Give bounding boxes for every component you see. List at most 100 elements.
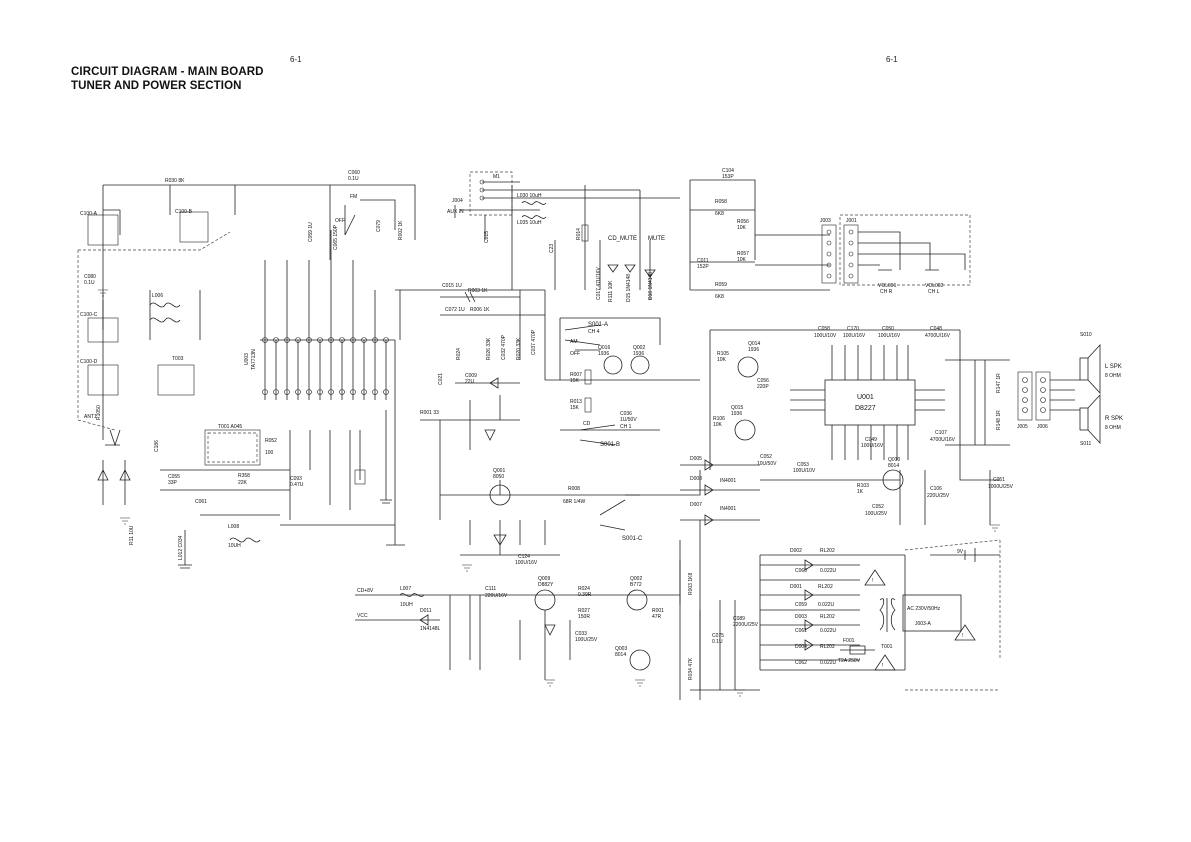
svg-text:R057: R057 — [737, 251, 749, 257]
svg-text:M1: M1 — [493, 174, 500, 180]
svg-text:C100-C: C100-C — [80, 312, 98, 318]
svg-text:6K8: 6K8 — [715, 294, 724, 300]
amp-ic-ref: U001 — [857, 394, 874, 401]
svg-text:D008: D008 — [690, 476, 702, 482]
switch-ch1: CH 1 — [620, 424, 632, 430]
svg-text:68R 1/4W: 68R 1/4W — [563, 499, 586, 505]
tuner-ic-ref: U003 — [244, 353, 250, 365]
svg-text:S010: S010 — [1080, 332, 1092, 338]
svg-text:10K: 10K — [737, 225, 747, 231]
svg-text:IN4001: IN4001 — [720, 506, 736, 512]
svg-text:R030 8K: R030 8K — [165, 178, 185, 184]
svg-text:R11 10U: R11 10U — [129, 525, 135, 545]
svg-text:6K8: 6K8 — [715, 211, 724, 217]
svg-text:Q014: Q014 — [748, 341, 760, 347]
svg-text:R003 1K: R003 1K — [468, 288, 488, 294]
svg-text:S011: S011 — [1080, 441, 1092, 447]
regulator-section: Q001 8050 R008 68R 1/4W C124 100U/16V S0… — [439, 468, 701, 700]
svg-text:0.47U: 0.47U — [290, 482, 304, 488]
svg-text:C052: C052 — [760, 454, 772, 460]
svg-text:9V: 9V — [957, 549, 964, 555]
fuse-value: T2A 250V — [838, 658, 861, 664]
svg-text:R148 1R: R148 1R — [996, 410, 1002, 430]
svg-text:152P: 152P — [697, 264, 709, 270]
svg-text:!: ! — [962, 633, 963, 639]
svg-text:C107: C107 — [935, 430, 947, 436]
svg-text:!: ! — [872, 578, 873, 584]
svg-text:C021: C021 — [438, 373, 444, 385]
svg-text:L012 C034: L012 C034 — [178, 535, 184, 560]
speaker-left: L SPK 8 OHM — [1079, 343, 1122, 395]
svg-text:R1050: R1050 — [96, 405, 102, 420]
j003-ref: J003 — [820, 218, 831, 224]
svg-text:D002: D002 — [790, 548, 802, 554]
ac-input-label: AC 230V/50Hz — [907, 606, 941, 612]
svg-text:220U/25V: 220U/25V — [927, 493, 950, 499]
svg-text:220P: 220P — [757, 384, 769, 390]
svg-text:R002 1K: R002 1K — [398, 220, 404, 240]
svg-text:R147 1R: R147 1R — [996, 373, 1002, 393]
page-number-left: 6-1 — [290, 55, 302, 64]
left-speaker-impedance: 8 OHM — [1105, 373, 1121, 379]
svg-text:0.022U: 0.022U — [820, 628, 837, 634]
svg-text:100U/10V: 100U/10V — [793, 468, 816, 474]
svg-text:15K: 15K — [570, 378, 580, 384]
svg-text:C037 470P: C037 470P — [531, 329, 537, 355]
switch-s001b: S001-B — [600, 442, 620, 448]
svg-text:R058: R058 — [715, 199, 727, 205]
svg-text:0.1U: 0.1U — [348, 176, 359, 182]
svg-text:D007: D007 — [690, 502, 702, 508]
ch-l-label: CH L — [928, 289, 940, 295]
switch-am: AM — [570, 339, 578, 345]
switch-ch4: CH 4 — [588, 329, 600, 335]
switch-cd: CD — [583, 421, 591, 427]
svg-text:C065 150P: C065 150P — [333, 224, 339, 250]
svg-text:R111 10K: R111 10K — [608, 280, 614, 302]
svg-text:15K: 15K — [570, 405, 580, 411]
preamp-section: C015 1U R003 1K C072 1U R006 1K S001-A C… — [420, 283, 700, 470]
svg-text:C055: C055 — [168, 474, 180, 480]
svg-text:C053: C053 — [797, 462, 809, 468]
svg-text:C072 1U: C072 1U — [445, 307, 465, 313]
svg-text:R103: R103 — [857, 483, 869, 489]
tuner-front-end: R030 8K C100-A C100-B C100-C C100-D L006… — [77, 178, 320, 569]
svg-text:Q010: Q010 — [888, 457, 900, 463]
speaker-right: R SPK 8 OHM — [1079, 393, 1123, 445]
svg-text:C015 1U: C015 1U — [442, 283, 462, 289]
svg-text:RL202: RL202 — [820, 548, 835, 554]
svg-text:B772: B772 — [630, 582, 642, 588]
svg-text:T001 A045: T001 A045 — [218, 424, 242, 430]
svg-text:C075: C075 — [712, 633, 724, 639]
svg-text:10K: 10K — [717, 357, 727, 363]
svg-text:C170: C170 — [847, 326, 859, 332]
svg-text:R358: R358 — [238, 473, 250, 479]
svg-text:100U/16V: 100U/16V — [861, 443, 884, 449]
svg-text:1936: 1936 — [748, 347, 759, 353]
svg-text:1K: 1K — [857, 489, 864, 495]
svg-text:C080: C080 — [84, 274, 96, 280]
svg-text:D011: D011 — [420, 608, 432, 614]
svg-text:CD+8V: CD+8V — [357, 588, 374, 594]
svg-text:22U: 22U — [465, 379, 475, 385]
svg-text:0.39R: 0.39R — [578, 592, 592, 598]
amp-ic-part: D8227 — [855, 405, 876, 412]
ground-symbols — [98, 289, 1000, 697]
svg-text:Q003: Q003 — [615, 646, 627, 652]
svg-text:22K: 22K — [238, 480, 248, 486]
svg-text:RL202: RL202 — [820, 644, 835, 650]
svg-text:0.022U: 0.022U — [818, 602, 835, 608]
svg-text:R024: R024 — [456, 348, 462, 360]
svg-text:C059: C059 — [795, 602, 807, 608]
svg-text:C104: C104 — [722, 168, 734, 174]
svg-text:2200U/25V: 2200U/25V — [733, 622, 759, 628]
svg-text:8014: 8014 — [888, 463, 899, 469]
vol002-label: VOL002 — [925, 283, 944, 289]
switch-s001c: S001-C — [622, 536, 643, 542]
svg-text:R034 47K: R034 47K — [688, 657, 694, 680]
svg-text:OFF: OFF — [335, 218, 345, 224]
component-refs: C021 R024 R026 33K C032 470P R020 33K C0… — [96, 220, 1002, 680]
dc-protection: D005 D008 IN4001 D007 IN4001 Q010 8014 R… — [680, 456, 1014, 526]
aux-in-ref: J004 — [452, 198, 463, 204]
svg-text:C009: C009 — [465, 373, 477, 379]
svg-text:33P: 33P — [168, 480, 178, 486]
